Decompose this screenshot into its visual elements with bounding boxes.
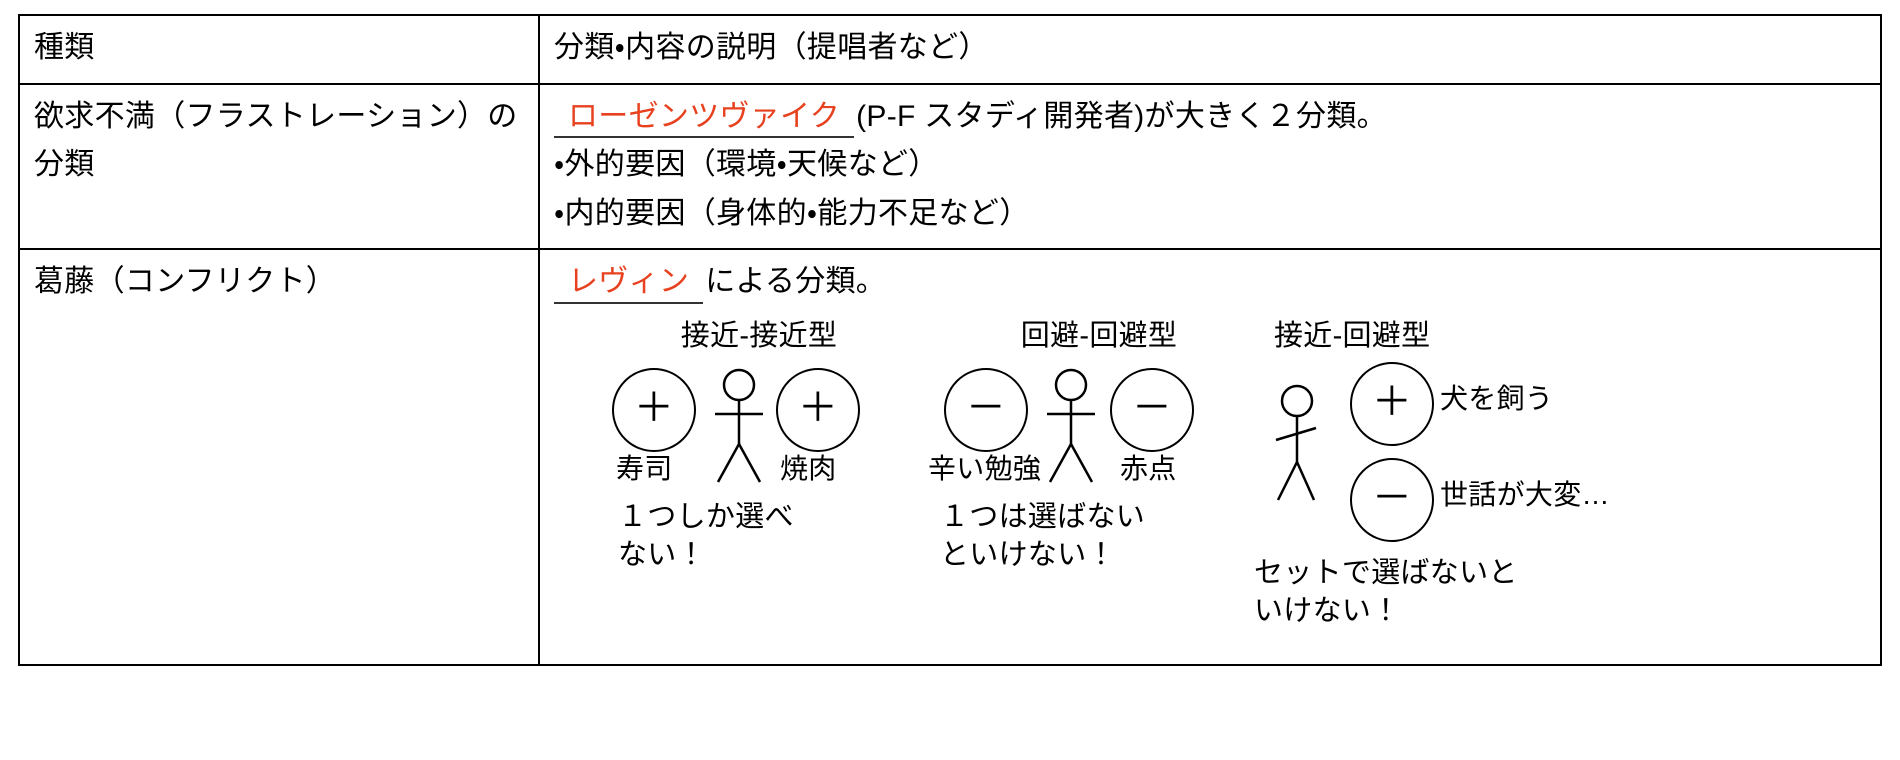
valence-circle-top-positive: ＋ <box>1350 361 1434 446</box>
term-rosenzweig-suffix: (P-F スタディ開発者)が大きく２分類。 <box>856 99 1387 133</box>
diagram-title-approach-avoidance: 接近-回避型 <box>1274 319 1431 352</box>
minus-sign-icon: － <box>1371 475 1413 520</box>
header-cell-kind: 種類 <box>18 14 540 85</box>
table-row-frustration: 欲求不満（フラストレーション）の分類 ローゼンツヴァイク(P-F スタディ開発者… <box>18 82 1882 251</box>
minus-sign-icon: － <box>1131 385 1173 430</box>
diagram-title-approach-approach: 接近-接近型 <box>680 319 838 352</box>
frustration-bullet-internal: ・内的要因（身体的・能力不足など） <box>554 196 1030 230</box>
cell-description-conflict: レヴィンによる分類。 接近-接近型 ＋ 寿司 <box>538 248 1882 666</box>
plus-sign-icon: ＋ <box>1371 379 1413 424</box>
frustration-bullet-external: ・外的要因（環境・天候など） <box>554 148 939 182</box>
conflict-diagram-area: 接近-接近型 ＋ 寿司 <box>554 319 1866 654</box>
diagram-approach-avoidance: 接近-回避型 ＋ <box>1254 319 1674 630</box>
stick-figure-icon <box>1047 368 1095 483</box>
diagram-caption-approach-approach: １つしか選べ ない！ <box>618 500 794 572</box>
valence-circle-right-negative: － <box>1110 367 1194 452</box>
diagram-caption-avoidance-avoidance: １つは選ばない といけない！ <box>940 500 1146 572</box>
item-label-keep-a-dog: 犬を飼う <box>1440 382 1554 414</box>
diagram-avoidance-avoidance: 回避-回避型 － 辛い勉強 <box>928 319 1264 574</box>
diagram-figure-approach-approach: ＋ 寿司 <box>594 362 924 492</box>
diagram-title-avoidance-avoidance: 回避-回避型 <box>1020 319 1178 352</box>
header-cell-description: 分類・内容の説明（提唱者など） <box>538 14 1882 85</box>
item-label-yakiniku: 焼肉 <box>780 452 837 484</box>
header-label-description: 分類・内容の説明（提唱者など） <box>554 31 989 64</box>
table-row-conflict: 葛藤（コンフリクト） レヴィンによる分類。 接近-接近型 ＋ <box>18 248 1882 666</box>
valence-circle-right-positive: ＋ <box>776 367 860 452</box>
valence-circle-left-negative: － <box>944 367 1028 452</box>
cell-kind-conflict: 葛藤（コンフリクト） <box>18 248 540 666</box>
table-header-row: 種類 分類・内容の説明（提唱者など） <box>18 14 1882 85</box>
minus-sign-icon: － <box>965 385 1007 430</box>
valence-circle-left-positive: ＋ <box>612 367 696 452</box>
valence-circle-bottom-negative: － <box>1350 457 1434 542</box>
diagram-figure-approach-avoidance: ＋ 犬を飼う － 世話が大変… <box>1254 361 1674 582</box>
stick-figure-icon <box>715 368 763 483</box>
stick-figure-icon <box>1275 384 1317 501</box>
diagram-figure-avoidance-avoidance: － 辛い勉強 <box>928 362 1264 492</box>
kind-label-frustration: 欲求不満（フラストレーション）の分類 <box>34 99 518 182</box>
term-rosenzweig: ローゼンツヴァイク <box>554 100 855 139</box>
item-label-hard-study: 辛い勉強 <box>928 452 1042 484</box>
plus-sign-icon: ＋ <box>797 385 839 430</box>
item-label-failing-grade: 赤点 <box>1120 452 1177 484</box>
cell-description-frustration: ローゼンツヴァイク(P-F スタディ開発者)が大きく２分類。 ・外的要因（環境・… <box>538 82 1882 251</box>
item-label-sushi: 寿司 <box>616 452 673 484</box>
diagram-approach-approach: 接近-接近型 ＋ 寿司 <box>594 319 924 574</box>
term-lewin: レヴィン <box>554 265 704 304</box>
cell-kind-frustration: 欲求不満（フラストレーション）の分類 <box>18 82 540 251</box>
plus-sign-icon: ＋ <box>633 385 675 430</box>
diagram-caption-approach-avoidance: セットで選ばないと いけない！ <box>1254 556 1518 628</box>
term-lewin-suffix: による分類。 <box>705 265 887 299</box>
psychology-terms-table: 種類 分類・内容の説明（提唱者など） 欲求不満（フラストレーション）の分類 ロー… <box>18 14 1882 666</box>
item-label-care-is-hard: 世話が大変… <box>1440 478 1610 510</box>
frustration-term-line: ローゼンツヴァイク(P-F スタディ開発者)が大きく２分類。 <box>554 93 1866 142</box>
header-label-kind: 種類 <box>34 31 95 64</box>
conflict-term-line: レヴィンによる分類。 <box>554 258 1866 307</box>
kind-label-conflict: 葛藤（コンフリクト） <box>34 265 337 299</box>
